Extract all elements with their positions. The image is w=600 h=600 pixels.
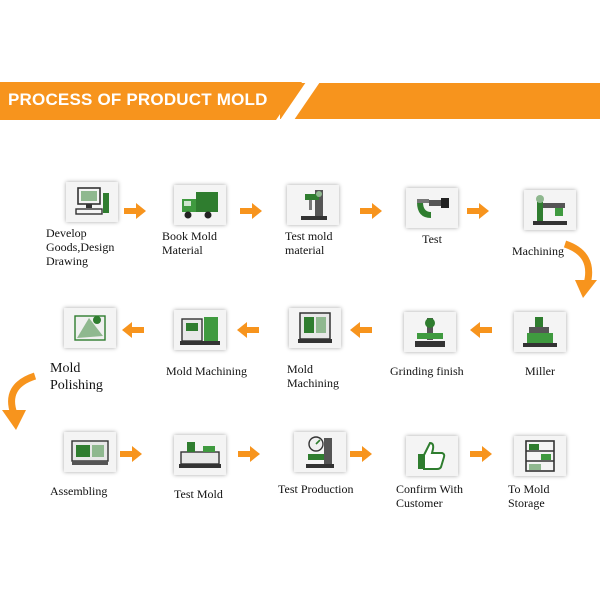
grinder-icon	[404, 312, 456, 352]
arrow-right	[467, 203, 489, 219]
step-label: Mold Machining	[166, 364, 247, 378]
step-label: Test Production	[278, 482, 354, 496]
step-develop-design: Develop Goods,Design Drawing	[42, 182, 142, 268]
page-title: PROCESS OF PRODUCT MOLD	[8, 90, 268, 109]
step-confirm-customer: Confirm With Customer	[382, 436, 482, 510]
step-test-mold-material: Test mold material	[263, 185, 363, 257]
banner-shape	[0, 82, 600, 120]
curve-arrow-left	[2, 372, 37, 430]
step-label: Machining	[512, 244, 564, 258]
step-test-production: Test Production	[270, 432, 370, 496]
arrow-left	[470, 322, 492, 338]
micrometer-icon	[406, 188, 458, 228]
polishing-icon	[64, 308, 116, 348]
edm-icon	[174, 310, 226, 350]
lathe-icon	[524, 190, 576, 230]
step-label: Assembling	[50, 484, 108, 498]
step-label: Test Mold	[174, 487, 223, 501]
step-assembling: Assembling	[40, 432, 140, 498]
step-test-mold: Test Mold	[150, 435, 250, 501]
arrow-left	[237, 322, 259, 338]
step-label: Test	[422, 232, 442, 246]
storage-rack-icon	[514, 436, 566, 476]
cnc-icon	[289, 308, 341, 348]
truck-icon	[174, 185, 226, 225]
arrow-right	[240, 203, 262, 219]
arrow-right	[238, 446, 260, 462]
step-machining: Machining	[500, 190, 600, 258]
arrow-left	[350, 322, 372, 338]
arrow-right	[360, 203, 382, 219]
step-label: Grinding finish	[390, 364, 464, 378]
step-miller: Miller	[490, 312, 590, 378]
step-label: Mold Machining	[287, 362, 339, 390]
header-banner: PROCESS OF PRODUCT MOLD	[0, 82, 600, 120]
thumbs-up-icon	[406, 436, 458, 476]
step-grinding-finish: Grinding finish	[380, 312, 480, 378]
step-mold-polishing: Mold Polishing	[40, 308, 140, 394]
arrow-right	[350, 446, 372, 462]
miller-icon	[514, 312, 566, 352]
arrow-right	[124, 203, 146, 219]
arrow-left	[122, 322, 144, 338]
injection-machine-icon	[174, 435, 226, 475]
step-test: Test	[382, 188, 482, 246]
step-label: Test mold material	[285, 229, 333, 257]
step-label: Confirm With Customer	[396, 482, 463, 510]
mold-icon	[64, 432, 116, 472]
step-mold-storage: To Mold Storage	[490, 436, 590, 510]
step-mold-machining-cnc: Mold Machining	[265, 308, 365, 390]
arrow-right	[120, 446, 142, 462]
step-label: To Mold Storage	[508, 482, 550, 510]
step-mold-machining-edm: Mold Machining	[150, 310, 250, 378]
step-label: Book Mold Material	[162, 229, 218, 257]
step-label: Develop Goods,Design Drawing	[46, 226, 115, 268]
step-label: Mold Polishing	[50, 361, 103, 393]
step-book-material: Book Mold Material	[150, 185, 250, 257]
computer-icon	[66, 182, 118, 222]
curve-arrow-right	[563, 240, 597, 298]
arrow-right	[470, 446, 492, 462]
tester-icon	[287, 185, 339, 225]
step-label: Miller	[525, 364, 555, 378]
production-tester-icon	[294, 432, 346, 472]
